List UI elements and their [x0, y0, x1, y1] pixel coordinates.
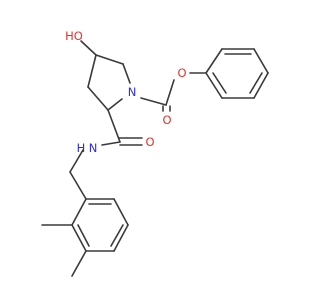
- bond-ar-5: [113, 224, 129, 252]
- ring-nitrogen-label: N: [128, 85, 137, 99]
- ester-oxygen-label: O: [177, 66, 186, 80]
- amide-hydrogen-label: H: [77, 141, 86, 155]
- bond-c4-hydroxyl: [80, 40, 97, 56]
- bond-ar-inner-2: [110, 224, 124, 247]
- bond-n1-carbamate-carbon: [140, 97, 167, 106]
- bond-carbamate-carbon-ester-o: [165, 79, 175, 106]
- amide-nitrogen-label: N: [89, 141, 98, 155]
- bond-ph-inner-3: [212, 72, 227, 94]
- molecule-canvas: HO N O O O N H: [41, 29, 269, 277]
- bond-ph-6: [205, 72, 223, 99]
- bond-nh-aryl: [69, 149, 84, 173]
- structure-diagram: HO N O O O N H: [41, 29, 269, 277]
- bond-ph-1: [205, 48, 223, 74]
- bonds: [41, 40, 269, 277]
- bond-c3-c4: [87, 54, 97, 88]
- bond-c5-n1: [122, 63, 131, 84]
- carbamate-oxygen-label: O: [162, 113, 171, 127]
- bond-ar-6: [113, 198, 129, 226]
- bond-c2-amide-carbon: [107, 109, 121, 143]
- hydroxyl-label: HO: [65, 29, 83, 43]
- atom-labels: HO N O O O N H: [65, 29, 186, 155]
- amide-oxygen-label: O: [145, 135, 154, 149]
- bond-ar-3: [71, 224, 87, 252]
- bond-ar-inner-3: [77, 224, 90, 247]
- bond-amide-carbon-nh: [101, 141, 121, 146]
- bond-ph-4: [253, 72, 269, 99]
- bond-methyl-4: [71, 250, 87, 277]
- bond-ar-1: [69, 171, 87, 200]
- bond-ph-inner-2: [249, 72, 263, 94]
- bond-ar-2: [71, 198, 87, 226]
- bond-ph-3: [253, 48, 269, 74]
- bond-c4-c5: [95, 54, 124, 65]
- bond-c2-c3: [87, 86, 109, 111]
- bond-n1-c2: [107, 98, 123, 111]
